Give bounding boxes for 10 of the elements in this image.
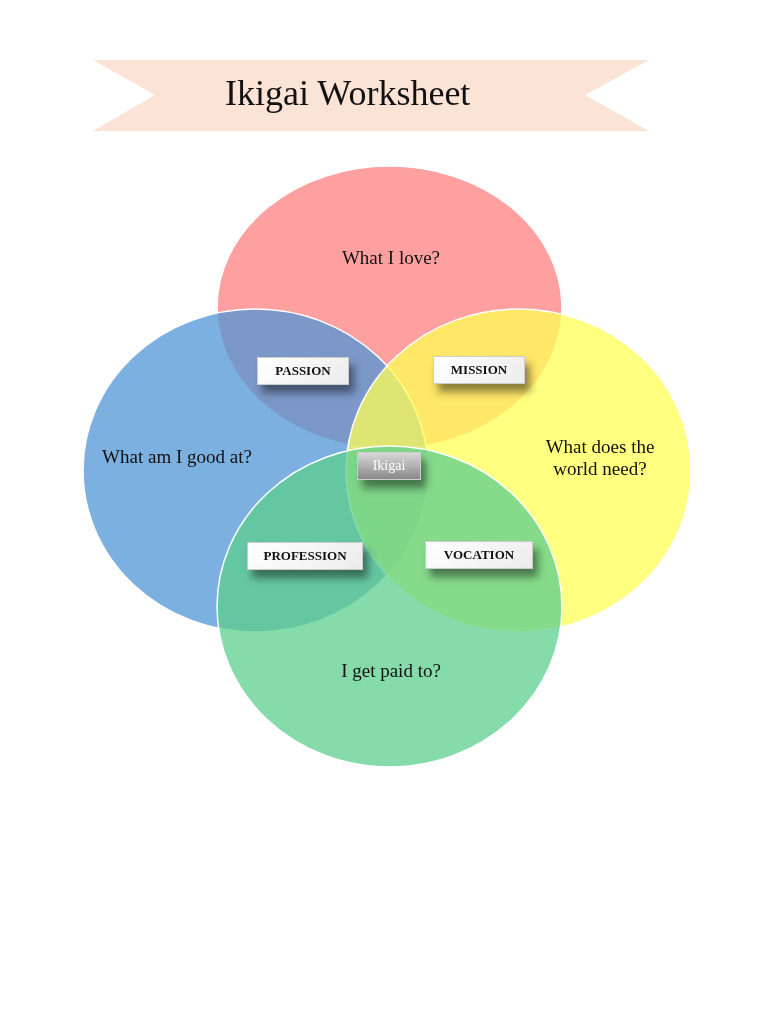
page-title: Ikigai Worksheet: [225, 72, 471, 114]
label-tag: Ikigai: [357, 452, 421, 480]
label-tag: VOCATION: [425, 541, 533, 569]
label-tag: MISSION: [433, 356, 525, 384]
label-tag: PASSION: [257, 357, 349, 385]
circle-label: I get paid to?: [340, 660, 442, 682]
circle-label: What I love?: [340, 247, 442, 269]
circle-label: What am I good at?: [102, 446, 252, 468]
circle-label: What does the world need?: [544, 436, 656, 480]
label-tag: PROFESSION: [247, 542, 363, 570]
